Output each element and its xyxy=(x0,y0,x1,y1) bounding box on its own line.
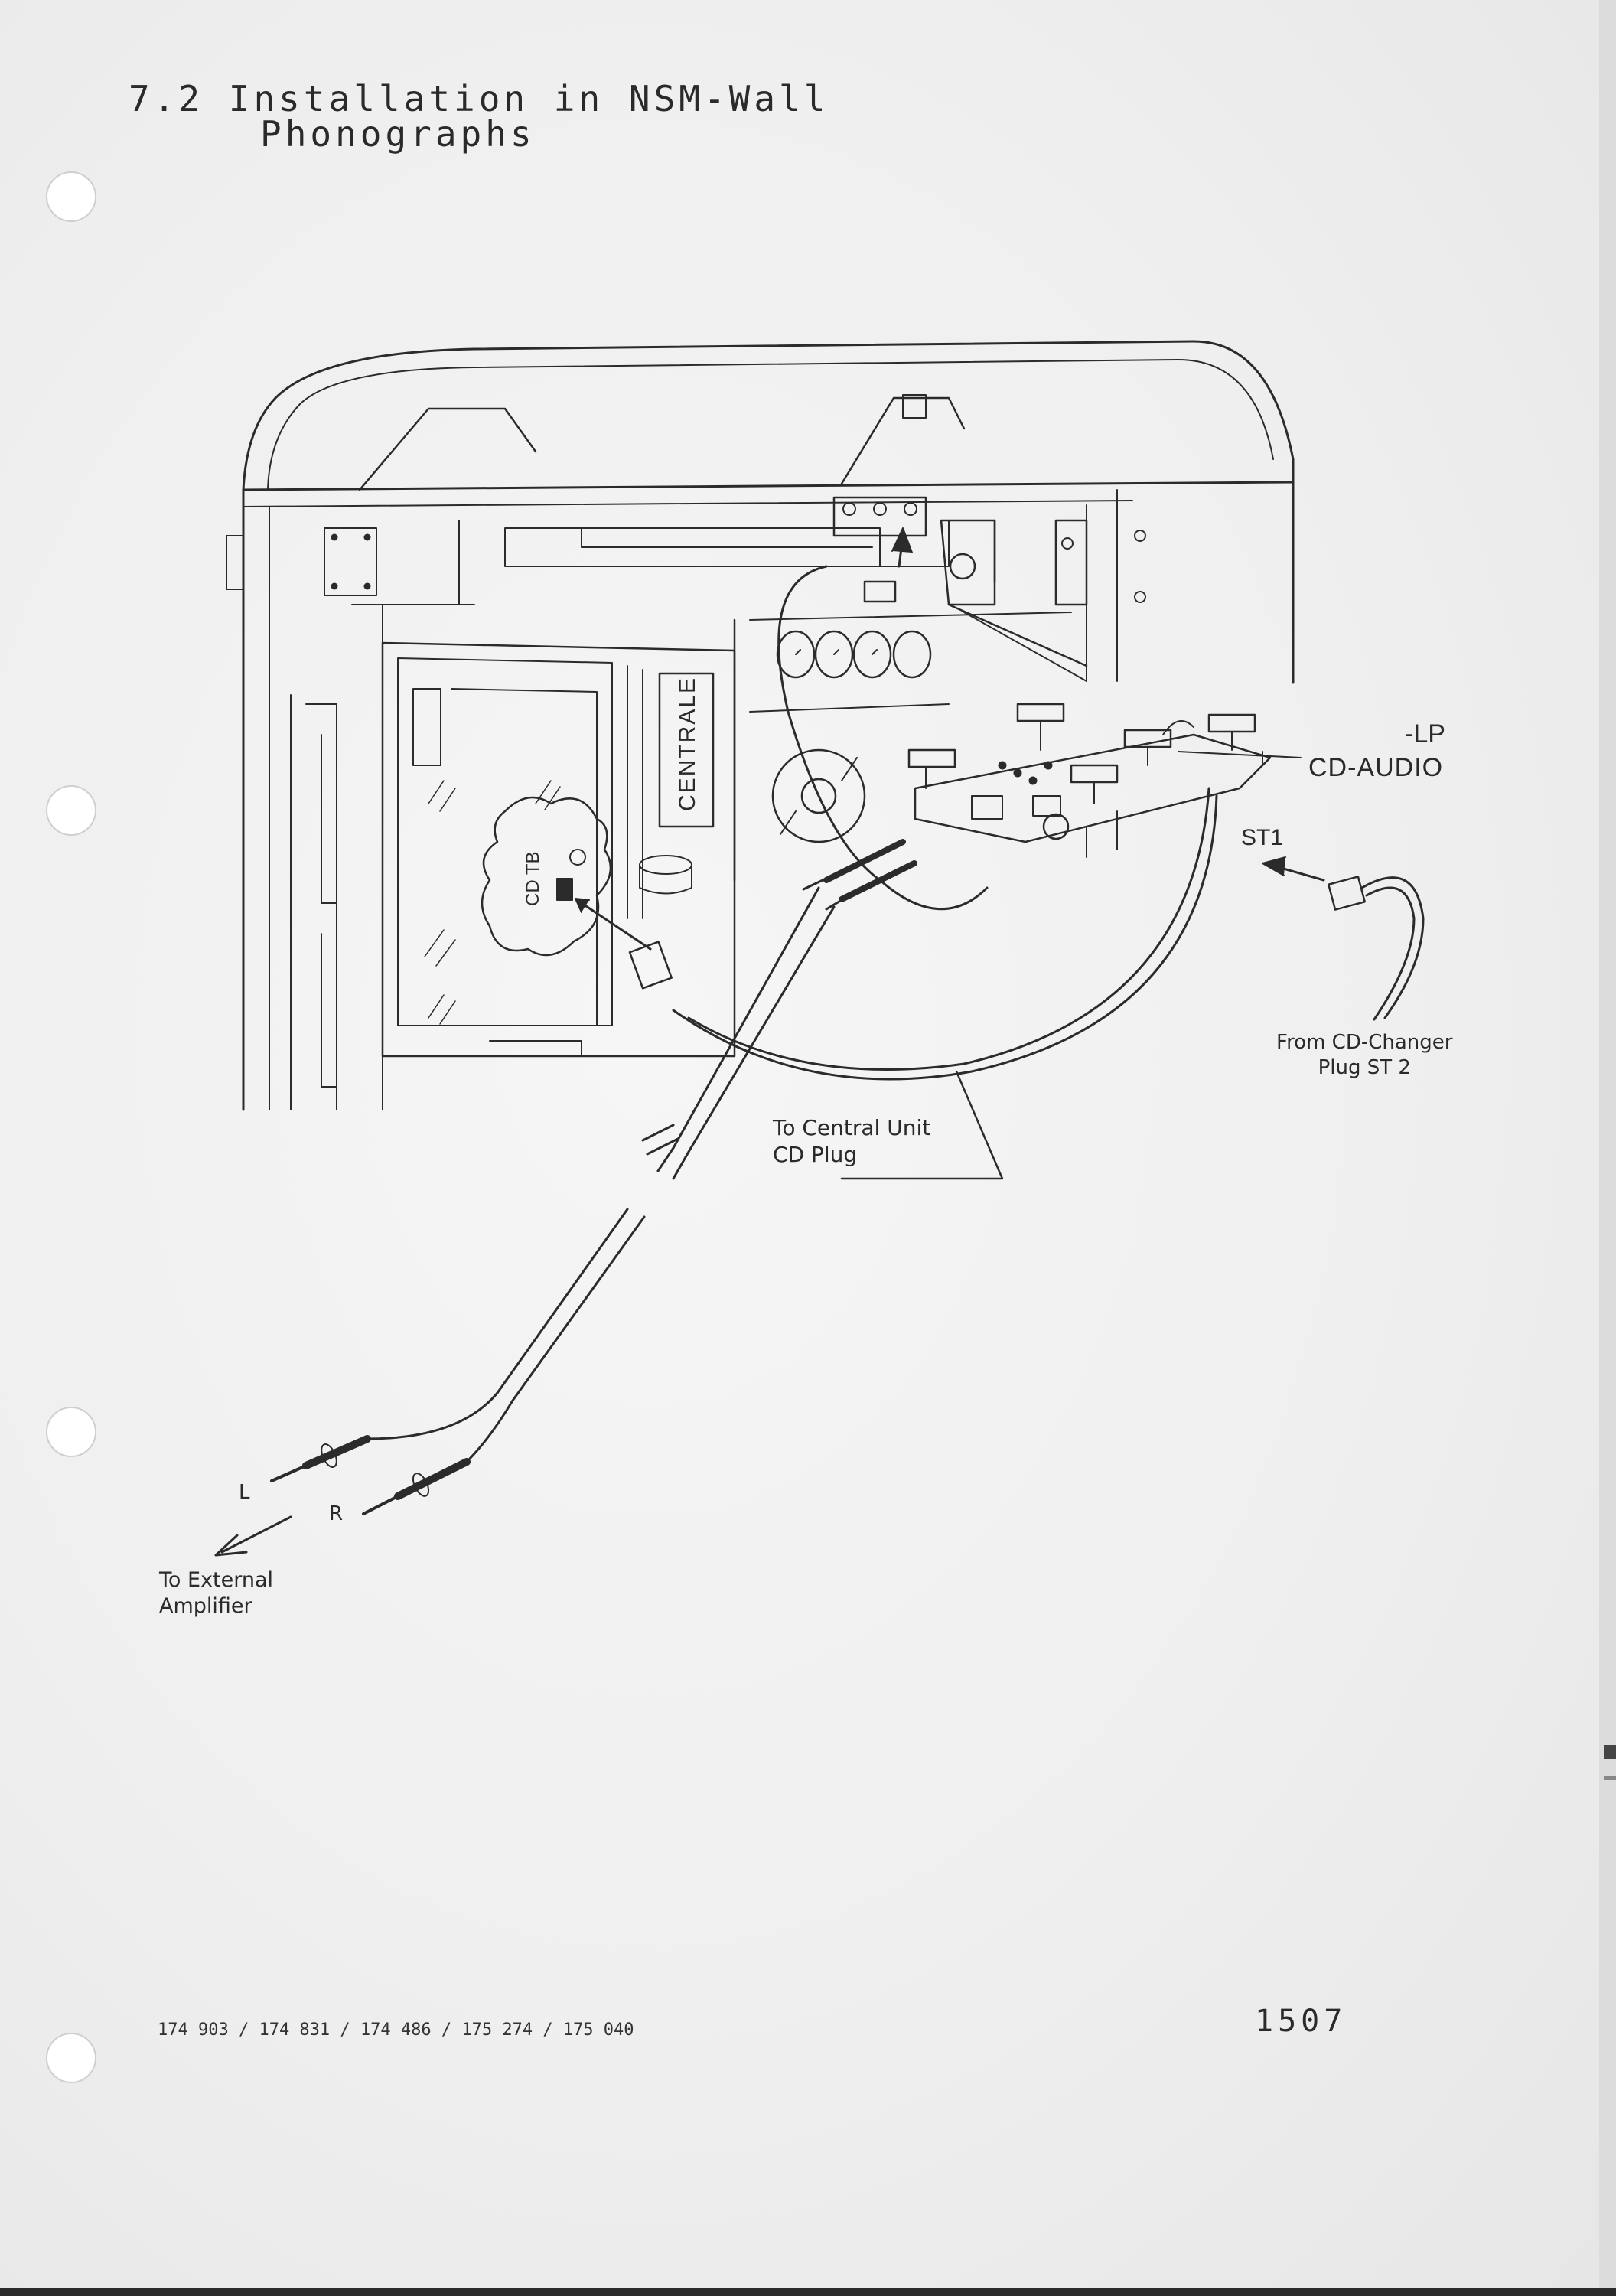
audio-cable-to-amplifier xyxy=(214,839,917,1557)
changer-plug-st1 xyxy=(1262,856,1425,1021)
cable-to-central-unit xyxy=(575,565,1218,1180)
punch-hole xyxy=(46,785,96,836)
label-cd-tb: CD TB xyxy=(523,851,543,906)
label-st1: ST1 xyxy=(1241,825,1284,850)
section-heading-line1: 7.2 Installation in NSM-Wall xyxy=(129,78,829,119)
section-heading-line2: Phonographs xyxy=(260,113,536,155)
cd-audio-board xyxy=(907,703,1302,858)
punch-hole xyxy=(46,2033,96,2083)
part-numbers: 174 903 / 174 831 / 174 486 / 175 274 / … xyxy=(158,2020,634,2040)
label-cd-audio: CD-AUDIO xyxy=(1308,753,1444,782)
edge-tab-mark xyxy=(1604,1745,1616,1759)
label-lp: -LP xyxy=(1405,719,1445,748)
cabinet-outline xyxy=(226,340,1295,1111)
label-right-channel: R xyxy=(329,1502,344,1525)
right-compartment xyxy=(733,489,1146,882)
label-to-central-unit: To Central Unit CD Plug xyxy=(773,1115,931,1167)
punch-hole xyxy=(46,1407,96,1457)
label-centrale: CENTRALE xyxy=(675,676,700,811)
punch-hole xyxy=(46,171,96,222)
label-to-external-amplifier: To External Amplifier xyxy=(159,1568,274,1618)
page-edge-shadow xyxy=(1599,0,1616,2296)
page-number: 1507 xyxy=(1255,2004,1347,2039)
edge-tab-mark-small xyxy=(1604,1776,1616,1780)
label-from-cd-changer: From CD-Changer Plug ST 2 xyxy=(1276,1031,1453,1079)
central-unit-box xyxy=(381,641,736,1058)
scan-bottom-edge xyxy=(0,2288,1616,2296)
label-left-channel: L xyxy=(239,1481,250,1504)
